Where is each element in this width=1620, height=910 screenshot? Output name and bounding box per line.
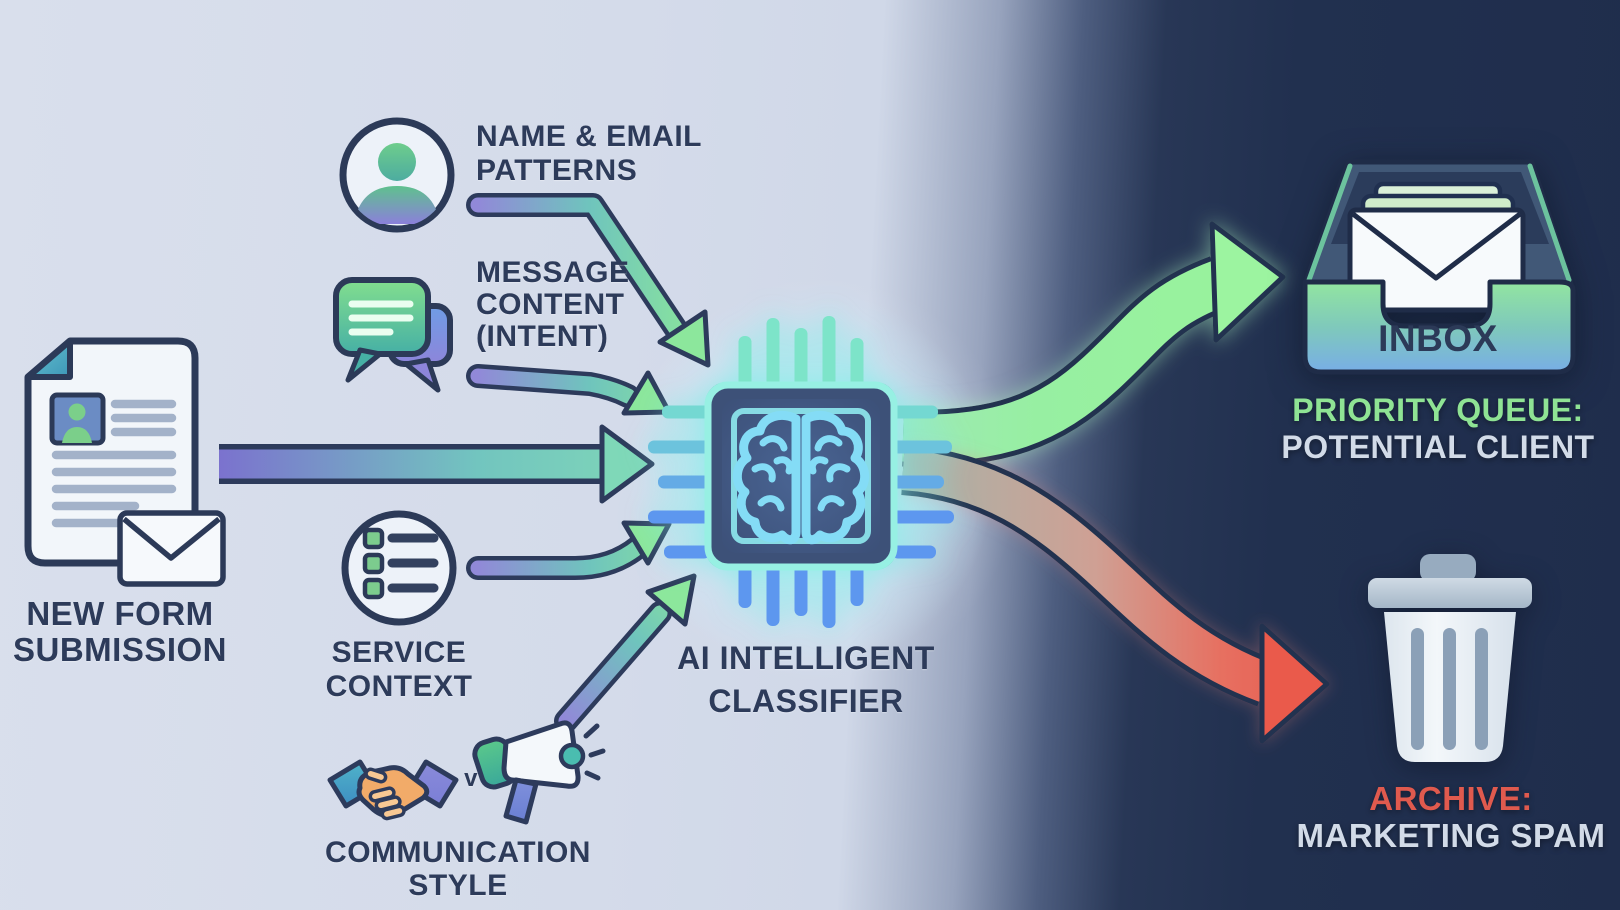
service-checklist-icon <box>341 510 457 626</box>
label-new-form-submission: NEW FORM SUBMISSION <box>2 596 238 668</box>
chat-bubbles-icon <box>333 277 453 393</box>
checklist-rows <box>362 527 439 600</box>
tray-front <box>1302 279 1576 375</box>
stacked-mail <box>1347 181 1526 313</box>
label-line: STYLE <box>408 869 508 902</box>
label-communication-style: COMMUNICATION STYLE <box>310 836 606 902</box>
archive-subtitle: MARKETING SPAM <box>1296 817 1606 854</box>
label-line: CONTENT <box>476 288 625 321</box>
label-line: NAME & EMAIL <box>476 120 702 153</box>
form-document-icon <box>24 337 226 587</box>
ai-chip-icon <box>648 316 954 628</box>
label-line: SUBMISSION <box>12 631 228 668</box>
label-ai-intelligent-classifier: AI INTELLIGENT CLASSIFIER <box>656 637 956 723</box>
inbox-tray-icon <box>1302 159 1576 375</box>
megaphone-icon <box>472 720 606 825</box>
person-avatar-icon <box>339 117 455 233</box>
envelope-icon <box>117 510 226 587</box>
arrow-service-context-to-classifier <box>466 520 672 580</box>
priority-queue-title: PRIORITY QUEUE: <box>1292 392 1584 428</box>
trash-can-icon <box>1368 554 1532 762</box>
chip-pins <box>648 316 954 628</box>
arrow-name-email-to-classifier <box>466 193 711 368</box>
label-archive: ARCHIVE: MARKETING SPAM <box>1286 780 1616 854</box>
handshake-icon <box>327 759 459 821</box>
label-line: CONTEXT <box>325 670 473 703</box>
label-message-content: MESSAGE CONTENT (INTENT) <box>476 257 746 353</box>
label-line: NEW FORM <box>26 595 214 632</box>
arrow-message-content-to-classifier <box>466 364 672 416</box>
icon-separator-v: v <box>464 765 478 792</box>
label-line: COMMUNICATION <box>325 836 591 869</box>
fingers <box>364 767 406 821</box>
label-service-context: SERVICE CONTEXT <box>311 636 487 704</box>
archive-title: ARCHIVE: <box>1369 780 1533 817</box>
label-line: AI INTELLIGENT <box>677 640 935 676</box>
arrow-classifier-to-archive <box>900 445 1330 744</box>
brain-icon <box>732 415 864 539</box>
front-bubble <box>333 277 431 383</box>
label-inbox: INBOX <box>1378 318 1498 359</box>
sound-waves <box>583 723 606 781</box>
priority-queue-subtitle: POTENTIAL CLIENT <box>1281 429 1595 465</box>
label-line: (INTENT) <box>476 320 609 353</box>
label-line: PATTERNS <box>476 154 638 187</box>
trash-slats <box>1411 628 1488 750</box>
label-line: MESSAGE <box>476 256 630 289</box>
label-line: SERVICE <box>331 636 467 669</box>
form-text-lines <box>51 399 177 528</box>
label-line: CLASSIFIER <box>708 683 904 719</box>
label-name-email-patterns: NAME & EMAIL PATTERNS <box>476 120 746 188</box>
arrow-form-to-classifier <box>219 424 655 504</box>
arrow-classifier-to-inbox <box>902 221 1286 467</box>
label-priority-queue: PRIORITY QUEUE: POTENTIAL CLIENT <box>1270 392 1606 466</box>
folded-corner <box>25 338 73 380</box>
